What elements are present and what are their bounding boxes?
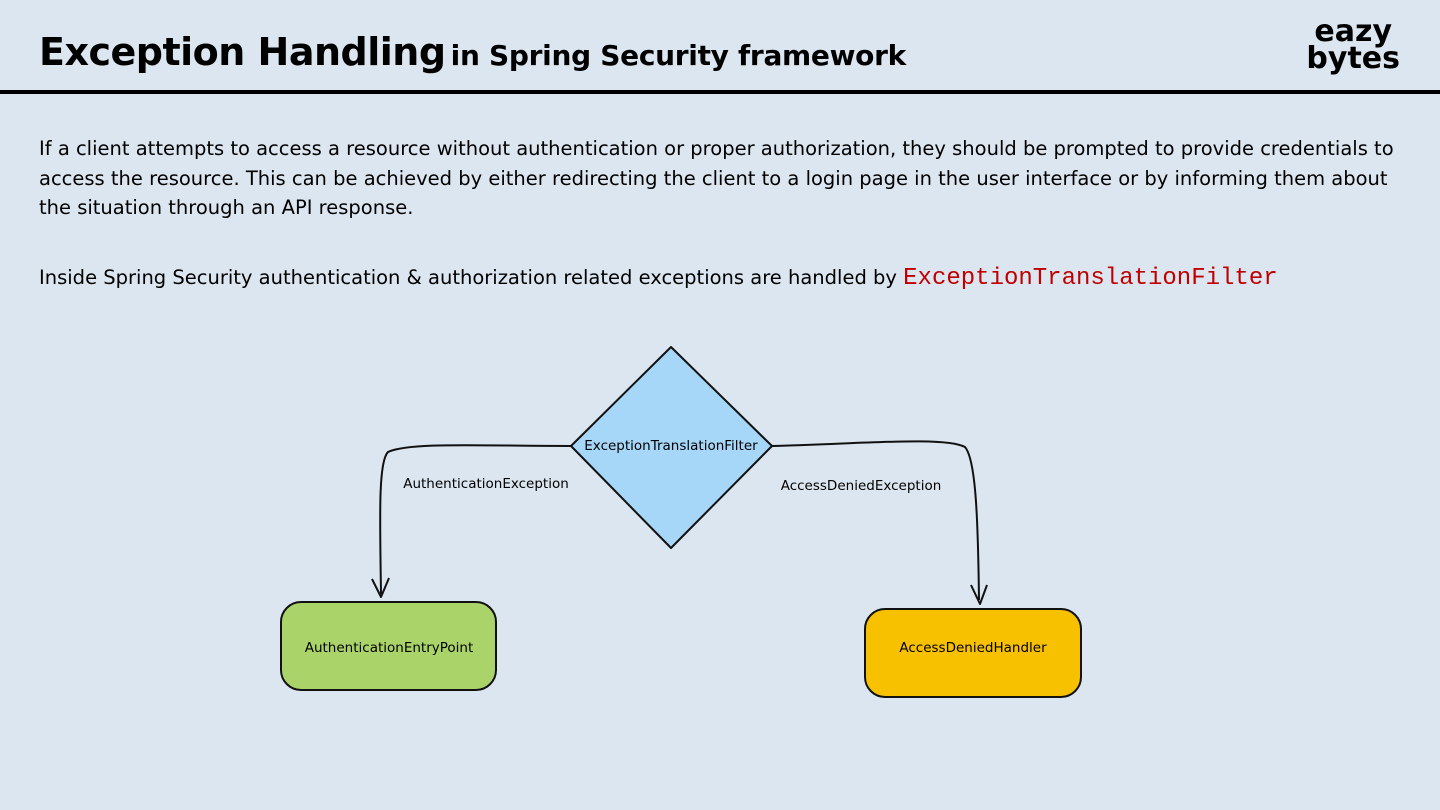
left-connector (379, 444, 573, 595)
access-denied-handler-label: AccessDeniedHandler (899, 640, 1047, 656)
eazybytes-logo: eazy bytes (1306, 14, 1400, 76)
authentication-exception-label: AuthenticationException (403, 476, 569, 492)
decision-diamond (570, 346, 773, 549)
page-title: Exception Handling in Spring Security fr… (39, 30, 906, 74)
right-connector (771, 440, 980, 601)
authentication-entry-point-label: AuthenticationEntryPoint (305, 640, 474, 656)
decision-label: ExceptionTranslationFilter (584, 438, 758, 454)
filter-class-name: ExceptionTranslationFilter (903, 265, 1278, 292)
title-subtitle: in Spring Security framework (450, 39, 907, 72)
handler-paragraph: Inside Spring Security authentication & … (39, 263, 1409, 293)
intro-paragraph: If a client attempts to access a resourc… (39, 137, 1394, 219)
access-denied-exception-label: AccessDeniedException (781, 478, 942, 494)
header: Exception Handling in Spring Security fr… (0, 0, 1440, 94)
logo-line-1: eazy (1314, 14, 1393, 49)
title-main: Exception Handling (39, 30, 446, 74)
logo-line-2: bytes (1306, 41, 1400, 76)
handler-paragraph-text: Inside Spring Security authentication & … (39, 266, 904, 289)
left-arrowhead (371, 577, 390, 598)
authentication-entry-point-box (280, 601, 497, 691)
right-arrowhead (970, 584, 988, 605)
access-denied-handler-box (864, 608, 1082, 698)
